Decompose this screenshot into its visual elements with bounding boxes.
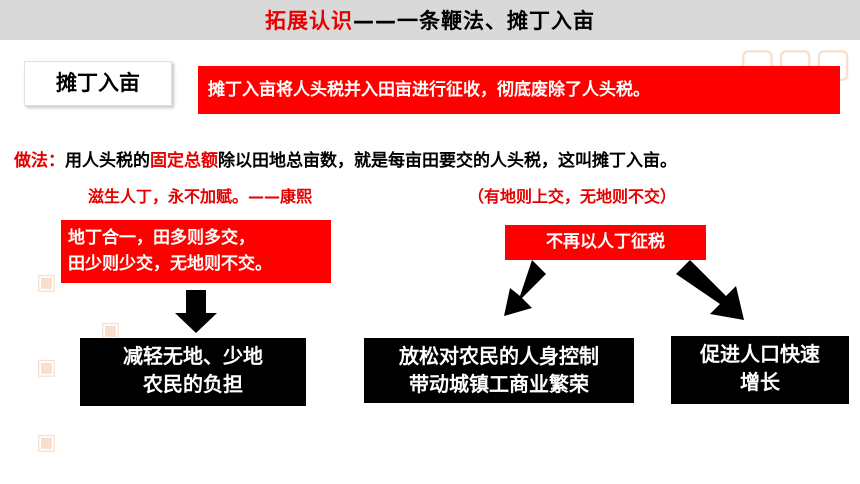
watermark-seal: ▣ bbox=[100, 318, 121, 343]
method-line: 做法：用人头税的固定总额除以田地总亩数，就是每亩田要交的人头税，这叫摊丁入亩。 bbox=[14, 146, 677, 171]
result-line: 增长 bbox=[740, 370, 780, 394]
result-line: 促进人口快速 bbox=[700, 342, 820, 366]
method-highlight: 固定总额 bbox=[150, 151, 218, 171]
page-title-red: 拓展认识 bbox=[265, 9, 353, 33]
result-line: 放松对农民的人身控制 bbox=[399, 344, 599, 368]
land-note: （有地则上交，无地则不交） bbox=[468, 187, 677, 206]
result-box-population: 促进人口快速 增长 bbox=[671, 336, 849, 404]
result-box-commerce: 放松对农民的人身控制 带动城镇工商业繁荣 bbox=[364, 338, 634, 403]
arrow-down-left-icon bbox=[504, 260, 546, 316]
kangxi-quote: 滋生人丁，永不加赋。——康熙 bbox=[88, 187, 313, 206]
definition-box: 摊丁入亩将人头税并入田亩进行征收，彻底废除了人头税。 bbox=[198, 66, 840, 114]
method-label: 做法： bbox=[14, 151, 65, 171]
watermark-seal: ▣ bbox=[36, 430, 57, 455]
rule-line-1: 地丁合一，田多则多交， bbox=[68, 228, 255, 248]
result-line: 农民的负担 bbox=[143, 372, 243, 396]
arrow-down-right-icon bbox=[676, 260, 744, 320]
header-bar: 拓展认识——一条鞭法、摊丁入亩 bbox=[0, 0, 860, 40]
watermark-seal: ▣ bbox=[36, 355, 57, 380]
tax-box: 不再以人丁征税 bbox=[505, 225, 706, 260]
term-label: 摊丁入亩 bbox=[24, 61, 172, 106]
result-line: 带动城镇工商业繁荣 bbox=[409, 372, 589, 396]
result-box-burden: 减轻无地、少地 农民的负担 bbox=[80, 338, 306, 406]
method-text-after: 除以田地总亩数，就是每亩田要交的人头税，这叫摊丁入亩。 bbox=[218, 151, 677, 171]
page-title: 拓展认识——一条鞭法、摊丁入亩 bbox=[0, 5, 860, 35]
watermark-seal: ▣ bbox=[36, 270, 57, 295]
rule-box: 地丁合一，田多则多交， 田少则少交，无地则不交。 bbox=[61, 220, 331, 283]
result-line: 减轻无地、少地 bbox=[123, 344, 263, 368]
page-title-black: ——一条鞭法、摊丁入亩 bbox=[353, 9, 595, 33]
method-text-before: 用人头税的 bbox=[65, 151, 150, 171]
arrow-down-icon bbox=[175, 290, 217, 333]
rule-line-2: 田少则少交，无地则不交。 bbox=[68, 254, 272, 274]
